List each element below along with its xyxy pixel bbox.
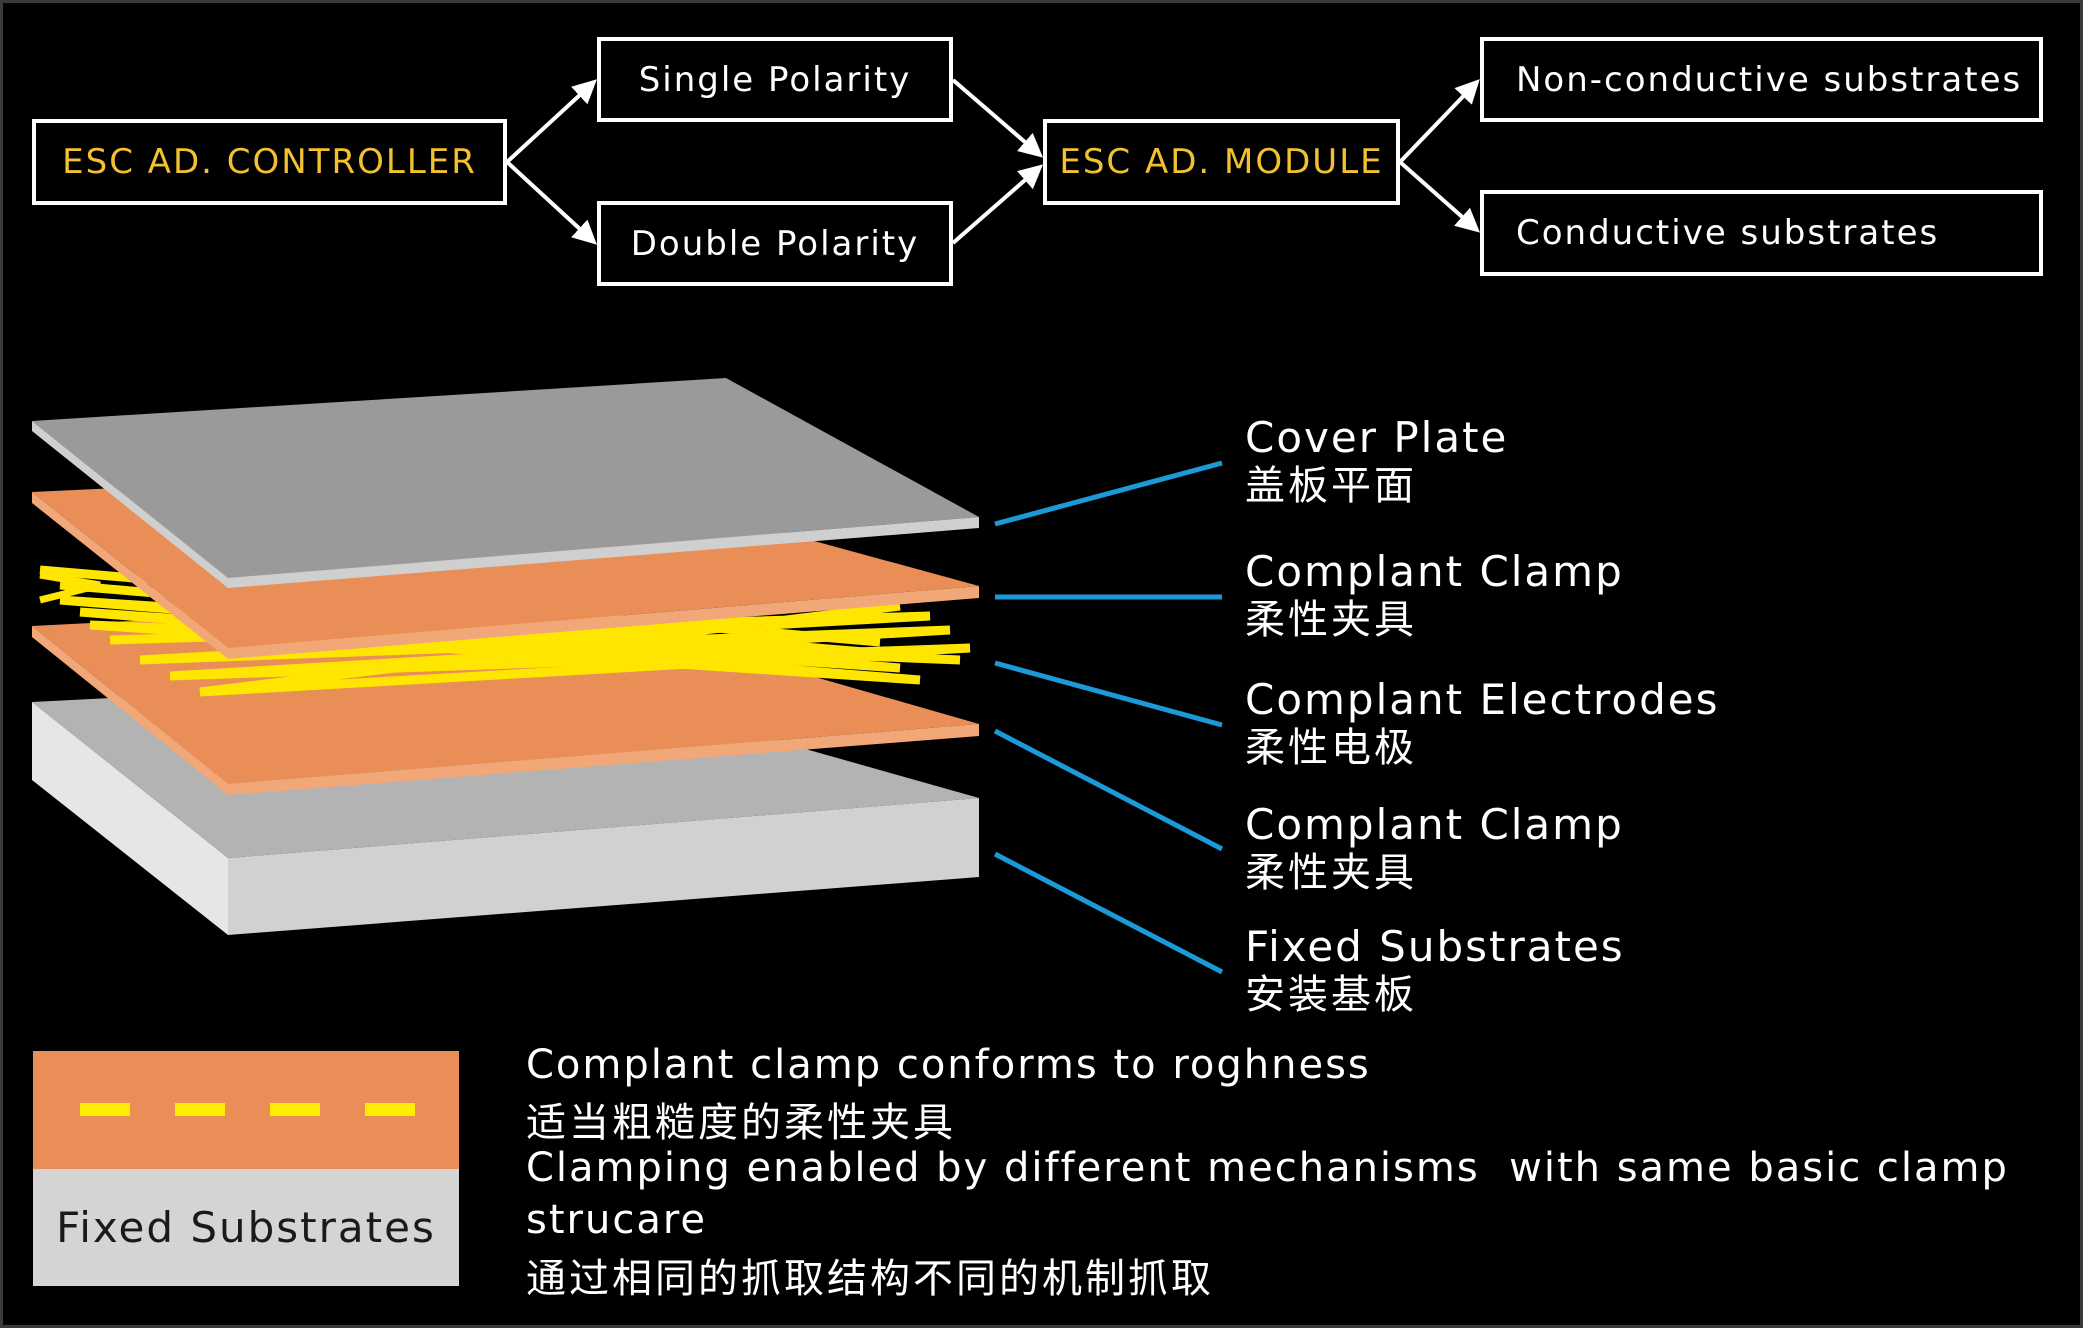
flow-arrows [505,78,1480,245]
conductive-label: Conductive substrates [1516,213,1940,253]
layer-label-en: Cover Plate [1245,413,1509,462]
leader-lines [993,460,1224,975]
leader-cover-plate [994,460,1223,527]
cover-plate-layer [32,378,979,588]
layer-label-fixed-substrates: Fixed Substrates 安装基板 [1245,923,1625,1019]
layer-label-lower-clamp: Complant Clamp 柔性夹具 [1245,801,1624,897]
leader-fixed-substrates [993,851,1224,975]
legend-dash [365,1103,415,1116]
arrow-controller-to-single [505,79,597,164]
arrow-module-to-non-conductive [1398,79,1480,164]
single-polarity-label: Single Polarity [638,59,912,100]
arrow-single-to-module [951,78,1044,158]
layer-label-zh: 盖板平面 [1245,463,1417,509]
arrow-double-to-module [951,164,1044,245]
module-label: ESC AD. MODULE [1059,142,1384,182]
leader-electrodes [994,660,1223,728]
layer-label-electrodes: Complant Electrodes 柔性电极 [1245,676,1719,772]
arrow-controller-to-double [505,160,597,245]
legend-line2-en: Clamping enabled by different mechanisms… [526,1145,2009,1191]
layer-label-en: Complant Clamp [1245,800,1624,849]
layer-label-cover-plate: Cover Plate 盖板平面 [1245,414,1508,510]
legend-line1-zh: 适当粗糙度的柔性夹具 [526,1100,956,1146]
controller-box: ESC AD. CONTROLLER [32,119,507,205]
layer-label-en: Complant Electrodes [1245,675,1720,724]
layer-label-zh: 柔性夹具 [1245,597,1417,643]
legend-dash [175,1103,225,1116]
leader-lower-clamp [993,728,1224,852]
layer-label-zh: 柔性夹具 [1245,850,1417,896]
layer-label-zh: 柔性电极 [1245,725,1417,771]
arrow-module-to-conductive [1398,160,1480,233]
double-polarity-label: Double Polarity [630,223,920,264]
legend-dash [270,1103,320,1116]
legend-substrate-label: Fixed Substrates [56,1203,436,1252]
legend-substrate-swatch: Fixed Substrates [33,1169,459,1286]
legend-line2-zh: 通过相同的抓取结构不同的机制抓取 [526,1256,1214,1302]
conductive-box: Conductive substrates [1480,190,2043,276]
layer-label-zh: 安装基板 [1245,972,1417,1018]
layer-label-upper-clamp: Complant Clamp 柔性夹具 [1245,548,1624,644]
legend-dash [80,1103,130,1116]
single-polarity-box: Single Polarity [597,37,953,122]
non-conductive-box: Non-conductive substrates [1480,37,2043,122]
module-box: ESC AD. MODULE [1043,119,1400,205]
controller-label: ESC AD. CONTROLLER [62,142,477,182]
layer-label-en: Complant Clamp [1245,547,1624,596]
layer-label-en: Fixed Substrates [1245,922,1625,971]
non-conductive-label: Non-conductive substrates [1516,59,2023,100]
double-polarity-box: Double Polarity [597,201,953,286]
legend-line1-en: Complant clamp conforms to roghness [526,1042,1371,1088]
legend-line2-en-cont: strucare [526,1197,707,1243]
